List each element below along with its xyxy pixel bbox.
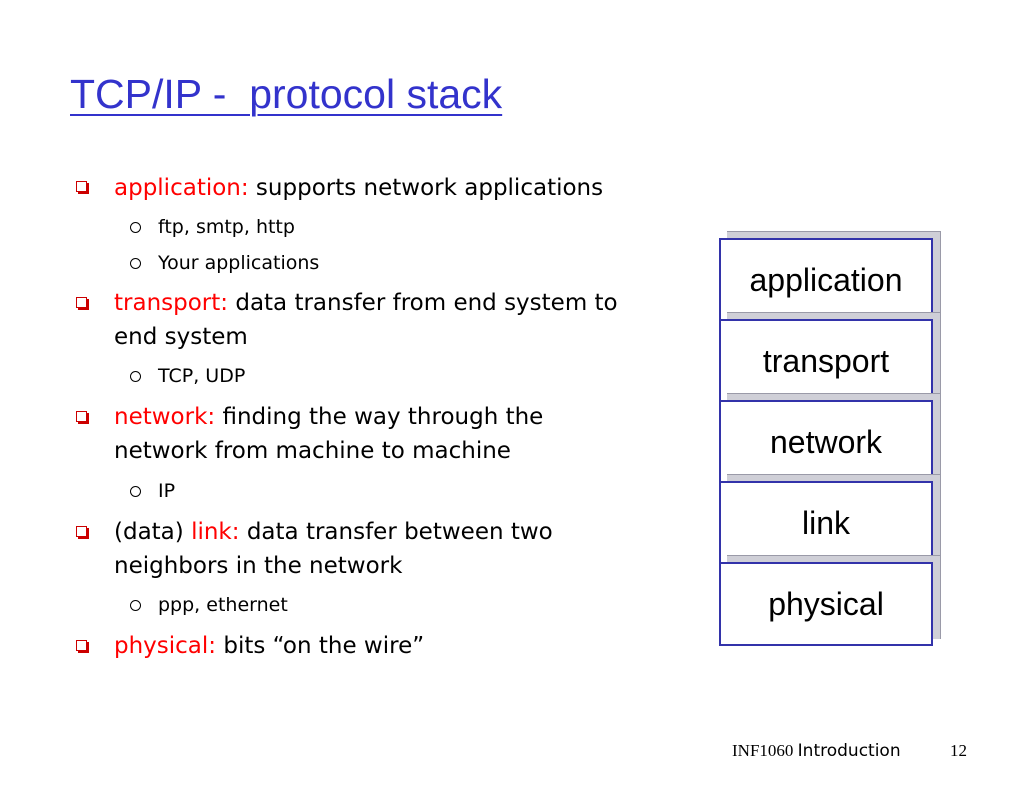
slide-title: TCP/IP - protocol stack: [70, 71, 503, 117]
bullet-term: transport:: [114, 290, 229, 316]
layer-label: application: [719, 238, 933, 322]
layer-label: physical: [719, 562, 933, 646]
footer-course: INF1060 Introduction: [732, 740, 901, 762]
layer-label: link: [719, 481, 933, 565]
bullet-text: data transfer from end system to: [228, 290, 618, 316]
bullet-list: application: supports network applicatio…: [76, 170, 618, 664]
bullet-term: link:: [191, 519, 240, 545]
bullet-text: finding the way through the: [215, 404, 544, 430]
hollow-circle-bullet-icon: [130, 600, 141, 611]
hollow-circle-bullet-icon: [130, 222, 141, 233]
stack-layer-application: application: [719, 231, 941, 322]
stack-layer-transport: transport: [719, 312, 941, 403]
stack-layer-physical: physical: [719, 555, 941, 646]
bullet-text: data transfer between two: [239, 519, 553, 545]
hollow-circle-bullet-icon: [130, 258, 141, 269]
footer-course-code: INF1060: [732, 741, 794, 760]
sub-bullet: ftp, smtp, http: [158, 216, 295, 238]
bullet-text: bits “on the wire”: [216, 633, 425, 659]
sub-bullet: Your applications: [158, 252, 320, 274]
bullet-prefix: (data): [114, 519, 192, 545]
hollow-square-bullet-icon: [76, 297, 87, 308]
bullet-continuation: neighbors in the network: [114, 553, 403, 579]
layer-label: transport: [719, 319, 933, 403]
page-number: 12: [950, 741, 967, 760]
sub-bullet: IP: [158, 480, 176, 502]
hollow-square-bullet-icon: [76, 526, 87, 537]
hollow-square-bullet-icon: [76, 640, 87, 651]
sub-bullet: ppp, ethernet: [158, 594, 288, 616]
sub-bullet: TCP, UDP: [158, 365, 246, 387]
layer-label: network: [719, 400, 933, 484]
hollow-square-bullet-icon: [76, 181, 87, 192]
stack-layer-link: link: [719, 474, 941, 565]
hollow-circle-bullet-icon: [130, 486, 141, 497]
bullet-continuation: end system: [114, 324, 248, 350]
bullet-term: physical:: [114, 633, 217, 659]
bullet-term: application:: [114, 175, 249, 201]
stack-layer-network: network: [719, 393, 941, 484]
bullet-application: application: supports network applicatio…: [114, 170, 603, 206]
bullet-transport: transport: data transfer from end system…: [114, 285, 618, 321]
bullet-text: supports network applications: [248, 175, 604, 201]
bullet-continuation: network from machine to machine: [114, 438, 511, 464]
footer-topic: Introduction: [797, 741, 901, 761]
bullet-link: (data) link: data transfer between two: [114, 514, 553, 550]
hollow-circle-bullet-icon: [130, 371, 141, 382]
bullet-term: network:: [114, 404, 216, 430]
bullet-network: network: finding the way through the: [114, 399, 543, 435]
protocol-stack-diagram: application transport network link physi…: [719, 231, 941, 646]
bullet-physical: physical: bits “on the wire”: [114, 628, 424, 664]
hollow-square-bullet-icon: [76, 411, 87, 422]
